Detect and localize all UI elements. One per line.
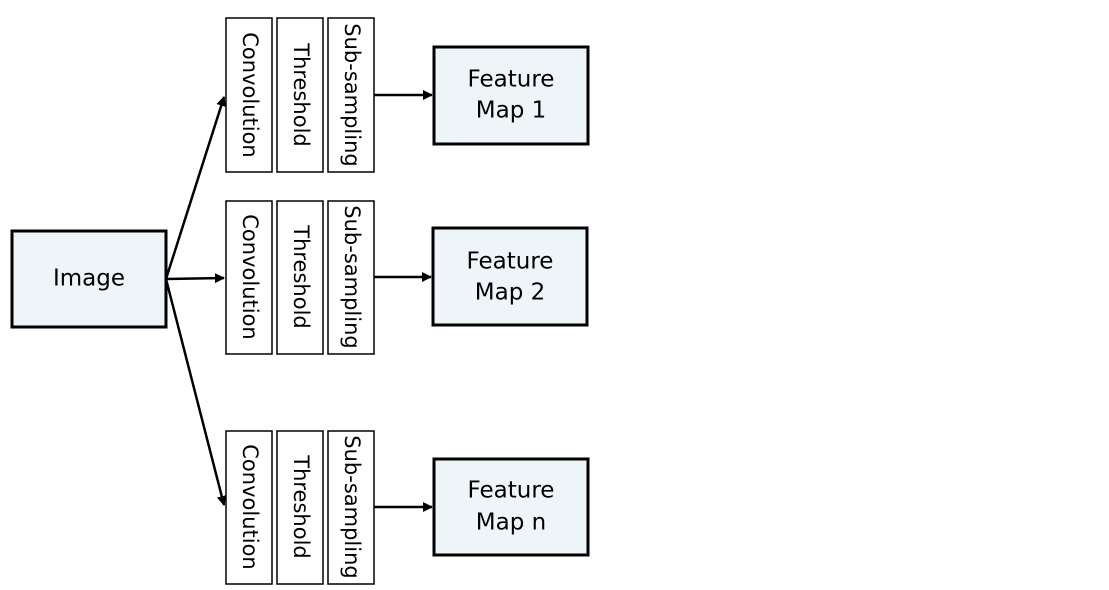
threshold-stage: Threshold [276, 200, 324, 355]
arrow-image-to-branch-n [164, 278, 227, 506]
convolution-stage: Convolution [225, 200, 273, 355]
feature-map-n-line2: Map n [476, 510, 546, 536]
subsampling-stage: Sub-sampling [327, 200, 375, 355]
convolution-label: Convolution [238, 444, 262, 569]
convolution-stage: Convolution [225, 430, 273, 585]
subsampling-stage: Sub-sampling [327, 17, 375, 173]
threshold-label: Threshold [289, 454, 313, 559]
feature-map-2-line1: Feature [467, 249, 554, 275]
feature-map-n-line1: Feature [468, 478, 555, 504]
convolution-stage: Convolution [225, 17, 273, 173]
branch-2: Convolution Threshold Sub-sampling Featu… [225, 200, 589, 355]
feature-map-1-line1: Feature [468, 67, 555, 93]
threshold-stage: Threshold [276, 430, 324, 585]
image-node: Image [10, 229, 168, 329]
feature-map-2-line2: Map 2 [475, 280, 545, 306]
arrow-image-to-branch-1 [164, 96, 227, 280]
subsampling-label: Sub-sampling [340, 205, 364, 348]
threshold-label: Threshold [289, 224, 313, 329]
image-node-label: Image [53, 266, 125, 292]
threshold-label: Threshold [289, 42, 313, 147]
feature-map-2-node: Feature Map 2 [431, 226, 589, 327]
feature-map-n-node: Feature Map n [432, 457, 590, 557]
subsampling-label: Sub-sampling [340, 23, 364, 166]
branch-n: Convolution Threshold Sub-sampling Featu… [225, 430, 590, 585]
convolution-label: Convolution [238, 32, 262, 157]
convolution-label: Convolution [238, 214, 262, 339]
feature-map-1-node: Feature Map 1 [432, 45, 590, 146]
feature-map-1-line2: Map 1 [476, 98, 546, 124]
subsampling-label: Sub-sampling [340, 435, 364, 578]
arrow-image-to-branch-2 [165, 273, 225, 284]
threshold-stage: Threshold [276, 17, 324, 173]
subsampling-stage: Sub-sampling [327, 430, 375, 585]
branch-1: Convolution Threshold Sub-sampling Featu… [225, 17, 590, 173]
